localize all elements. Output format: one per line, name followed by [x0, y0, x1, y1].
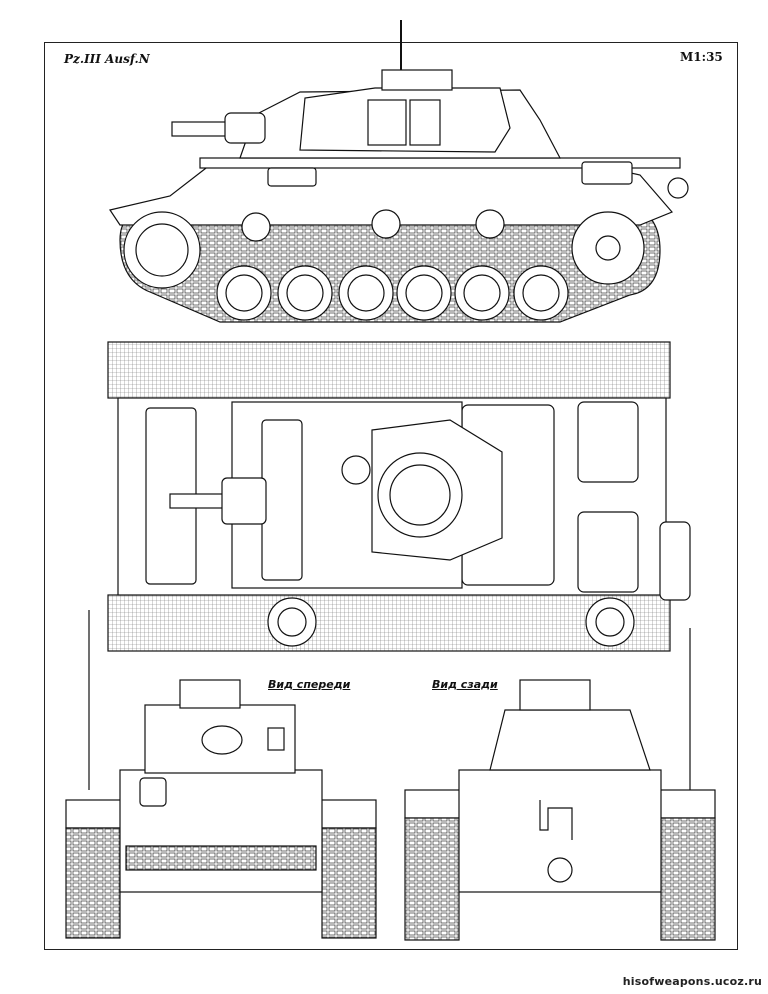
- top-road-wheel-rear-hub: [595, 607, 625, 637]
- road-wheels: [216, 265, 569, 321]
- side-gun-barrel: [171, 121, 233, 137]
- engine-hatch-2: [577, 511, 639, 593]
- rear-view: [404, 679, 716, 941]
- rear-view-caption: Вид сзади: [432, 678, 498, 691]
- return-roller-1: [241, 212, 271, 242]
- rear-exhaust-pipe: [539, 800, 573, 840]
- front-spare-tracks: [125, 845, 317, 871]
- top-road-wheel-front-hub: [277, 607, 307, 637]
- front-view: [65, 679, 377, 939]
- front-view-caption: Вид спереди: [268, 678, 351, 691]
- return-roller-2: [371, 209, 401, 239]
- cupola-inner: [389, 464, 451, 526]
- front-cupola: [179, 679, 241, 709]
- top-gun-barrel: [169, 493, 231, 509]
- drawing-title: Pz.III Ausf.N: [64, 52, 150, 66]
- side-cupola: [381, 69, 453, 91]
- drawing-frame: [44, 42, 738, 950]
- rear-cupola: [519, 679, 591, 711]
- top-gun-mantlet: [221, 477, 267, 525]
- side-stowage-2: [581, 161, 633, 185]
- front-vision-port: [267, 727, 285, 751]
- top-fender-lower: [107, 594, 671, 652]
- front-driver-visor: [139, 777, 167, 807]
- rear-right-track: [660, 817, 716, 941]
- scale-label: M1:35: [680, 50, 723, 64]
- top-view: [107, 341, 691, 652]
- drive-sprocket-inner: [135, 223, 189, 277]
- side-hull: [109, 161, 674, 226]
- front-left-track: [65, 827, 121, 939]
- engine-hatch-1: [577, 401, 639, 483]
- rear-left-track: [404, 817, 460, 941]
- side-stowage-1: [267, 167, 317, 187]
- rear-turret: [489, 709, 651, 771]
- front-gun-mantlet: [201, 725, 243, 755]
- driver-visor-area: [261, 419, 303, 581]
- side-gun-mantlet: [224, 112, 266, 144]
- rear-tow-hitch: [547, 857, 573, 883]
- side-view: [109, 69, 689, 323]
- site-watermark: hisofweapons.ucoz.ru: [622, 975, 762, 988]
- top-fender-upper: [107, 341, 671, 399]
- return-roller-3: [475, 209, 505, 239]
- side-hatch-2: [409, 99, 441, 146]
- front-right-track: [321, 827, 377, 939]
- turret-vent: [341, 455, 371, 485]
- side-exhaust: [667, 177, 689, 199]
- idler-hub: [595, 235, 621, 261]
- rear-exhaust: [659, 521, 691, 601]
- side-hatch: [367, 99, 407, 146]
